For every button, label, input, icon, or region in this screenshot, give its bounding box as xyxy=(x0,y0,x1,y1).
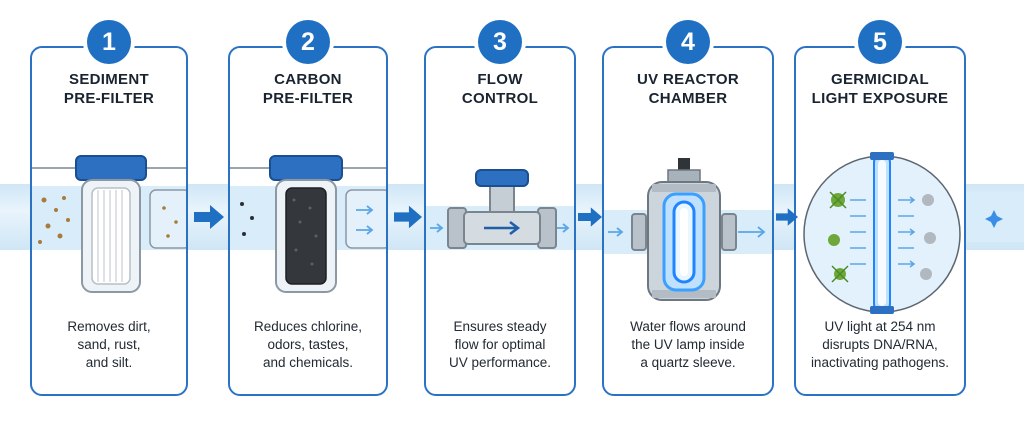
step-description-2: Reduces chlorine,odors, tastes,and chemi… xyxy=(253,319,363,370)
outlet-pipe xyxy=(966,192,1024,242)
step-badge-4: 4 xyxy=(666,20,710,64)
flow-arrow-icon xyxy=(394,205,422,229)
step-description-1: Removes dirt,sand, rust,and silt. xyxy=(67,319,151,370)
carbon-filter-icon xyxy=(230,155,386,293)
step-badge-3: 3 xyxy=(478,20,522,64)
flow-arrow-icon xyxy=(194,205,224,229)
step-badge-2: 2 xyxy=(286,20,330,64)
filter-housing-icon xyxy=(32,155,186,293)
flow-arrow-icon xyxy=(776,208,798,226)
step-badge-1: 1 xyxy=(87,20,131,64)
step-badge-5: 5 xyxy=(858,20,902,64)
uv-reactor-icon xyxy=(604,158,772,301)
valve-icon xyxy=(426,169,574,250)
flow-arrow-icon xyxy=(578,207,602,227)
uv-lamp-icon xyxy=(803,152,961,314)
